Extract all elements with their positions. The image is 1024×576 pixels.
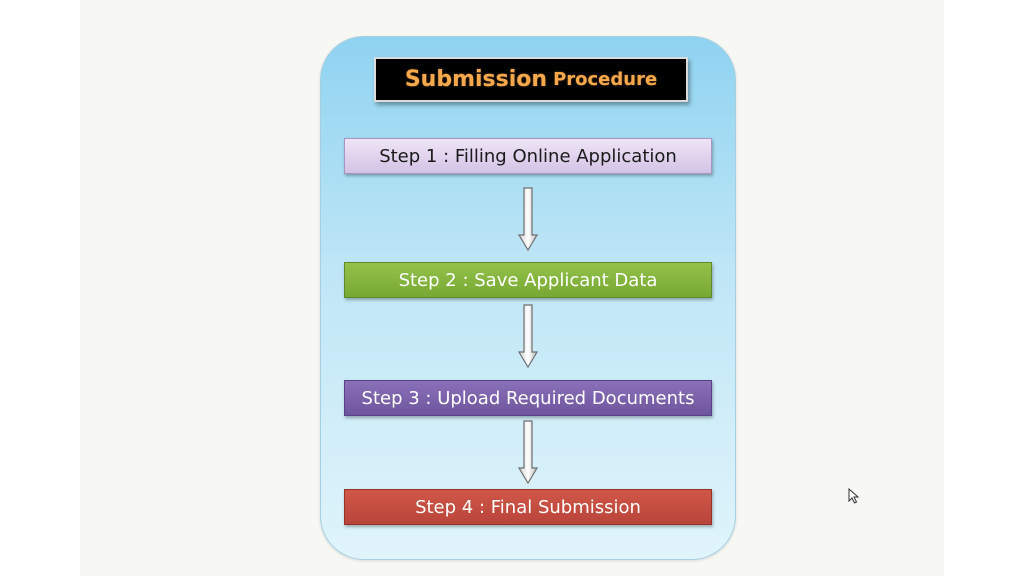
down-arrow-icon (518, 420, 538, 484)
step-4-box: Step 4 : Final Submission (344, 489, 712, 525)
title-sub-text: Procedure (553, 69, 658, 90)
step-2-box: Step 2 : Save Applicant Data (344, 262, 712, 298)
mouse-pointer-icon (848, 487, 860, 508)
step-1-box: Step 1 : Filling Online Application (344, 138, 712, 174)
down-arrow-icon (518, 187, 538, 251)
title-main-text: Submission (404, 67, 548, 92)
step-3-box: Step 3 : Upload Required Documents (344, 380, 712, 416)
down-arrow-icon (518, 304, 538, 368)
diagram-title: Submission Procedure (374, 57, 688, 102)
